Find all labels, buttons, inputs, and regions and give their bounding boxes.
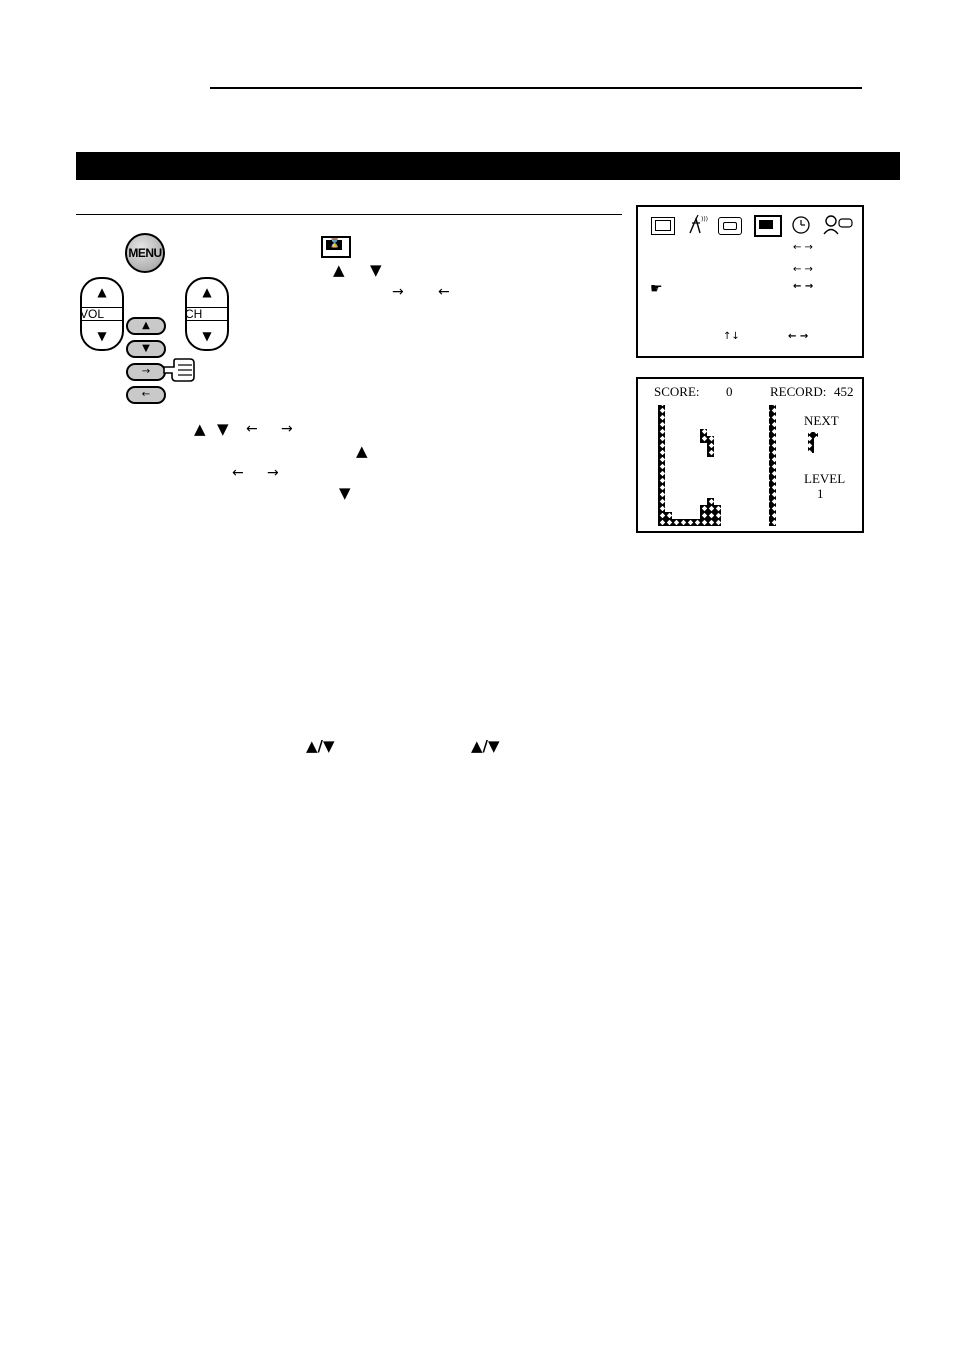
tv-picture-icon <box>651 217 675 235</box>
osd-leftright-hint: ← → <box>788 331 809 342</box>
level-label: LEVEL <box>804 471 846 486</box>
left-icon: ← <box>141 389 151 400</box>
pointing-hand-icon <box>163 358 195 382</box>
osd-arrows-row-1: ← → <box>793 242 813 253</box>
left-arrow-icon-2: ← <box>246 421 258 437</box>
ch-label: CH <box>185 307 227 321</box>
level-value: 1 <box>817 486 824 501</box>
osd-menu-screen: ))) ← → ← → ← → ☛ ↑↓ ← → <box>636 205 864 358</box>
vol-up-icon[interactable]: ▲ <box>97 285 107 299</box>
score-value: 0 <box>726 384 733 399</box>
right-arrow-icon: → <box>392 284 404 300</box>
osd-arrows-row-2: ← → <box>793 264 813 275</box>
left-arrow-icon: ← <box>438 284 450 300</box>
osd-updown-hint: ↑↓ <box>723 331 740 342</box>
vol-label: VOL <box>80 307 122 321</box>
tetris-board <box>658 405 818 526</box>
tv-sound-icon <box>718 217 742 235</box>
up-down-glyph-1: ▲/▼ <box>306 737 335 755</box>
left-arrow-icon-3: ← <box>232 465 244 481</box>
up-icon: ▲ <box>142 320 150 331</box>
record-label: RECORD: <box>770 384 827 399</box>
next-label: NEXT <box>804 413 839 428</box>
osd-arrows-row-3: ← → <box>793 281 814 292</box>
down-icon: ▼ <box>142 343 150 354</box>
record-value: 452 <box>834 384 854 399</box>
hand-pointer-icon: ☛ <box>650 281 663 297</box>
clock-icon <box>792 216 810 234</box>
user-settings-icon <box>823 215 853 235</box>
section-header-bar <box>76 152 900 180</box>
vol-down-icon[interactable]: ▼ <box>97 329 107 343</box>
svg-text:))): ))) <box>701 216 708 223</box>
up-down-glyph-2: ▲/▼ <box>471 737 500 755</box>
menu-button[interactable]: MENU <box>125 233 165 273</box>
down-triangle-icon: ▼ <box>370 261 382 279</box>
ch-up-icon[interactable]: ▲ <box>202 285 212 299</box>
vol-rocker[interactable]: ▲ VOL ▼ <box>80 277 124 351</box>
right-arrow-icon-2: → <box>281 421 293 437</box>
ch-down-icon[interactable]: ▼ <box>202 329 212 343</box>
score-label: SCORE: <box>654 384 700 399</box>
right-arrow-icon-3: → <box>267 465 279 481</box>
subsection-rule <box>76 214 622 215</box>
down-triangle-icon-3: ▼ <box>339 484 351 502</box>
game-icon <box>754 215 782 237</box>
down-triangle-icon-2: ▼ <box>217 420 229 438</box>
up-triangle-icon-3: ▲ <box>356 442 368 460</box>
up-button[interactable]: ▲ <box>126 317 166 335</box>
antenna-icon: ))) <box>689 214 708 234</box>
right-button[interactable]: → <box>126 363 166 381</box>
down-button[interactable]: ▼ <box>126 340 166 358</box>
game-icon-inline: ⌛ <box>321 236 351 258</box>
ch-rocker[interactable]: ▲ CH ▼ <box>185 277 229 351</box>
game-screen: SCORE: 0 RECORD: 452 NEXT LEVEL 1 <box>636 377 864 533</box>
top-rule <box>210 87 862 89</box>
up-triangle-icon-2: ▲ <box>194 420 206 438</box>
right-icon: → <box>141 366 151 377</box>
up-triangle-icon: ▲ <box>333 261 345 279</box>
left-button[interactable]: ← <box>126 386 166 404</box>
